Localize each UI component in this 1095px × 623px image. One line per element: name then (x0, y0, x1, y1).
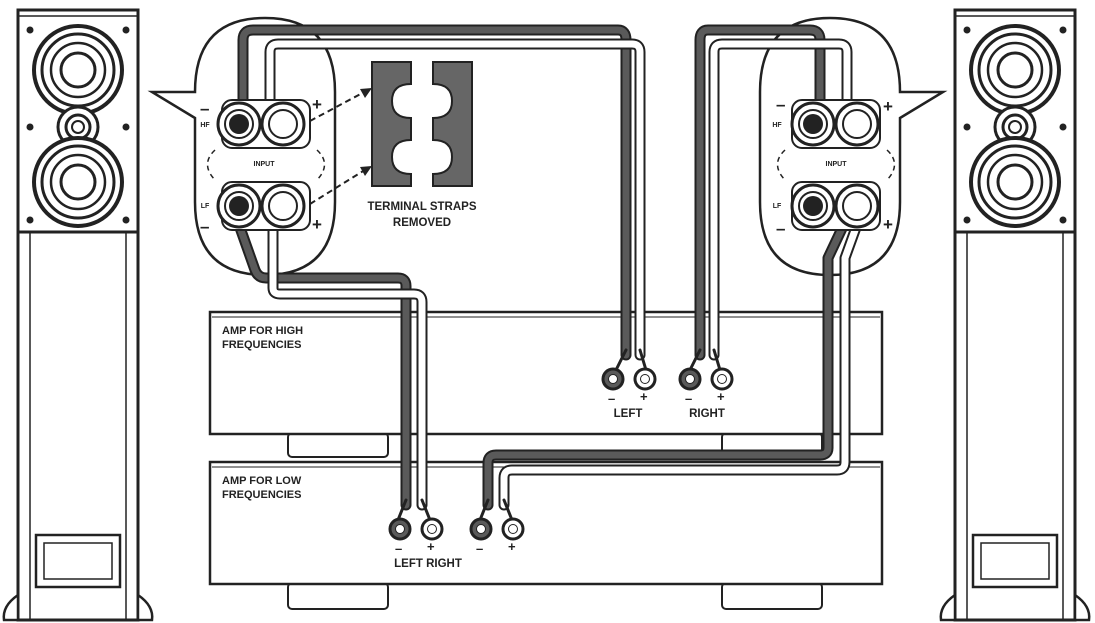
left-hf-label: HF (200, 122, 210, 129)
amp-high-left-minus: – (608, 391, 615, 406)
left-hf-minus: – (200, 99, 209, 118)
right-hf-minus: – (776, 95, 785, 114)
terminal-straps-removed (371, 61, 473, 187)
amp-low-right-minus: – (476, 541, 483, 556)
right-tower-speaker (938, 8, 1092, 622)
amp-low-terminals (388, 517, 525, 541)
wires (232, 24, 864, 522)
left-tower-speaker (1, 8, 155, 622)
amp-high-left-label: LEFT (614, 408, 643, 420)
right-lf-minus: – (776, 219, 785, 238)
right-speaker-terminals (776, 99, 896, 231)
right-lf-label: LF (773, 203, 782, 210)
left-speaker-terminals (206, 99, 326, 231)
left-lf-minus: – (200, 217, 209, 236)
amp-high-label-line1: AMP FOR HIGH (222, 325, 303, 337)
strap-label-line2: REMOVED (393, 217, 451, 229)
strap-arrows (309, 88, 372, 205)
amp-low-left-minus: – (395, 541, 402, 556)
amp-low-label-line2: FREQUENCIES (222, 489, 301, 501)
left-hf-plus: + (312, 95, 322, 114)
amp-low-frequencies (208, 460, 884, 610)
amp-high-right-plus: + (717, 389, 725, 404)
right-hf-label: HF (772, 122, 782, 129)
left-lf-label: LF (201, 203, 210, 210)
left-lf-plus: + (312, 215, 322, 234)
right-input-label: INPUT (826, 161, 848, 168)
right-lf-plus: + (883, 215, 893, 234)
amp-low-left-plus: + (427, 539, 435, 554)
left-input-label: INPUT (254, 161, 276, 168)
amp-high-label-line2: FREQUENCIES (222, 339, 301, 351)
amp-high-frequencies (208, 310, 884, 458)
amp-high-terminals (601, 367, 734, 391)
amp-high-left-plus: + (640, 389, 648, 404)
amp-low-right-plus: + (508, 539, 516, 554)
amp-low-label-line1: AMP FOR LOW (222, 475, 302, 487)
amp-high-right-label: RIGHT (689, 408, 725, 420)
amp-low-channel-label: LEFT RIGHT (394, 558, 462, 570)
amp-high-right-minus: – (685, 391, 692, 406)
strap-label-line1: TERMINAL STRAPS (367, 201, 476, 213)
right-hf-plus: + (883, 97, 893, 116)
